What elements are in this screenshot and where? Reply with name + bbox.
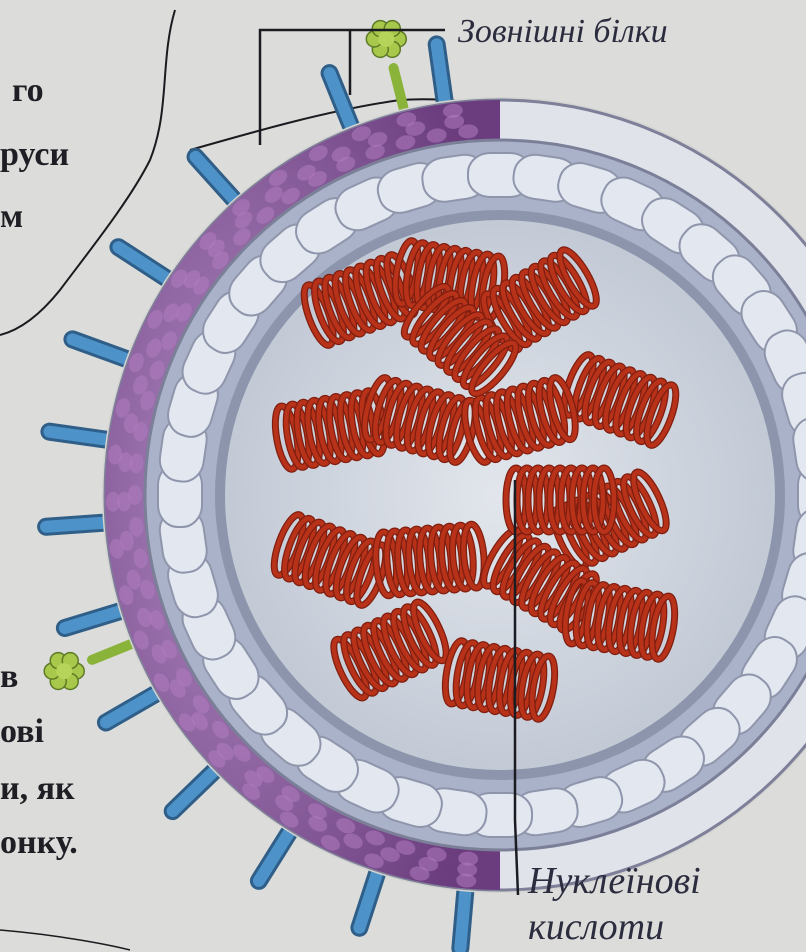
label-outer-proteins: Зовнішні білки <box>458 14 668 50</box>
side-text-0: го <box>12 74 44 108</box>
side-text-3: в <box>0 660 18 694</box>
side-text-6: онку. <box>0 826 78 860</box>
label-nucleic-acids-line1: Нуклеїнові <box>528 862 701 902</box>
side-text-5: и, як <box>0 772 75 806</box>
helix-coil-icon <box>373 523 486 596</box>
side-text-1: руси <box>0 138 69 172</box>
label-nucleic-acids-line2: кислоти <box>528 908 664 948</box>
side-text-4: ові <box>0 715 44 749</box>
side-text-2: м <box>0 200 23 234</box>
